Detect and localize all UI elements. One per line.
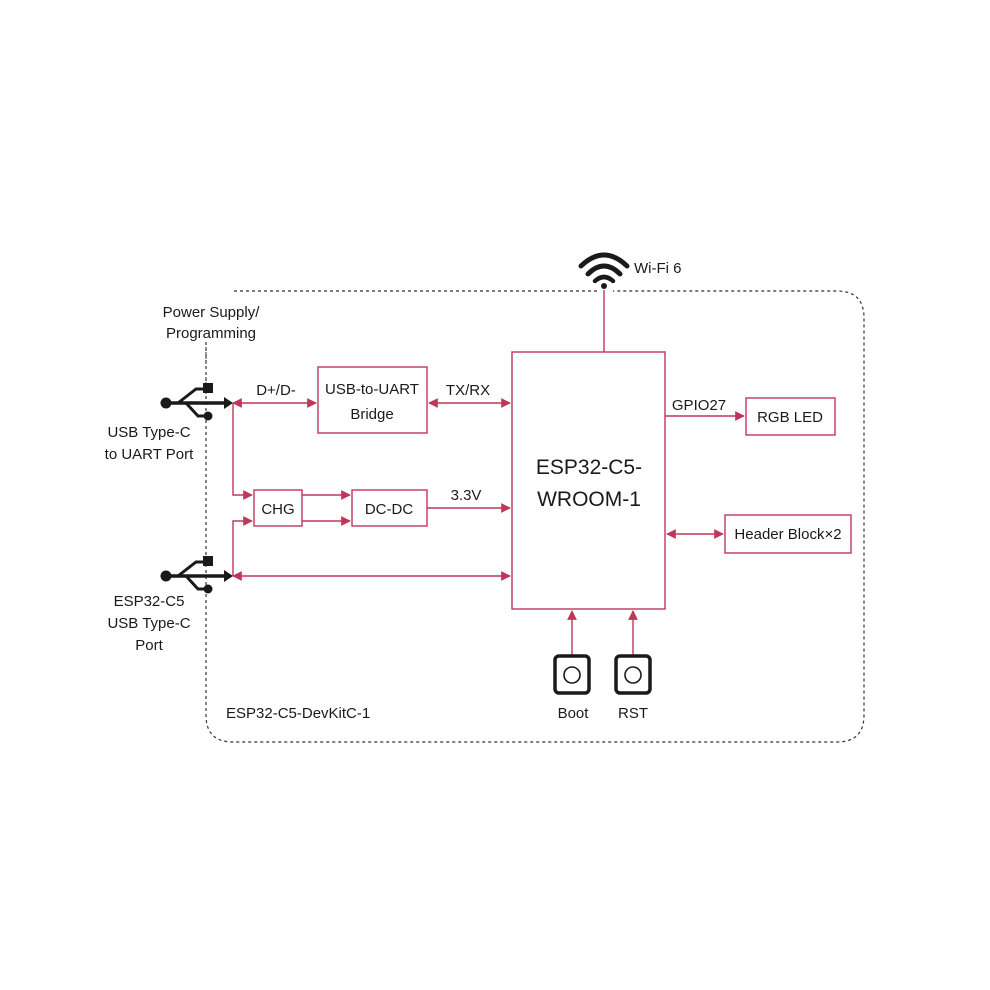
wifi-icon — [578, 252, 630, 289]
rst-button-icon — [614, 654, 652, 695]
usb-uart-bridge-label-line1: USB-to-UART — [325, 381, 419, 398]
header-block-box — [724, 514, 852, 554]
usb-native-port-label-line1: ESP32-C5 — [114, 593, 185, 610]
wifi-label: Wi-Fi 6 — [634, 260, 682, 277]
board-label: ESP32-C5-DevKitC-1 — [226, 705, 370, 722]
gpio27-label: GPIO27 — [672, 397, 726, 414]
rgb-led-box — [745, 397, 836, 436]
boot-button-icon — [553, 654, 591, 695]
dcdc-label: DC-DC — [365, 501, 413, 518]
chg-label: CHG — [261, 501, 294, 518]
usb-uart-port-label-line2: to UART Port — [105, 446, 194, 463]
rgb-led-label: RGB LED — [757, 409, 823, 426]
usb-native-port-label-line3: Port — [135, 637, 163, 654]
module-label-line1: ESP32-C5- — [536, 456, 642, 479]
wire-usb-native-to-chg — [232, 516, 253, 576]
module-box — [511, 351, 666, 610]
usb-native-usb-icon — [160, 556, 233, 594]
rst-label: RST — [618, 705, 648, 722]
wire-usb-uart-to-chg — [232, 403, 253, 500]
power-supply-label: Power Supply/ — [163, 304, 261, 321]
usb-native-port-label-line2: USB Type-C — [107, 615, 190, 632]
usb-uart-bridge-box — [317, 366, 428, 434]
usb-uart-usb-icon — [160, 383, 233, 421]
chg-box — [253, 489, 303, 527]
usb-uart-bridge-label-line2: Bridge — [350, 406, 393, 423]
txrx-label: TX/RX — [446, 382, 490, 399]
dpdm-label: D+/D- — [256, 382, 296, 399]
v33-label: 3.3V — [451, 487, 482, 504]
boot-label: Boot — [558, 705, 590, 722]
usb-uart-port-label-line1: USB Type-C — [107, 424, 190, 441]
programming-label: Programming — [166, 325, 256, 342]
board-outline — [205, 290, 865, 743]
module-label-line2: WROOM-1 — [537, 488, 641, 511]
header-block-label: Header Block×2 — [734, 526, 841, 543]
